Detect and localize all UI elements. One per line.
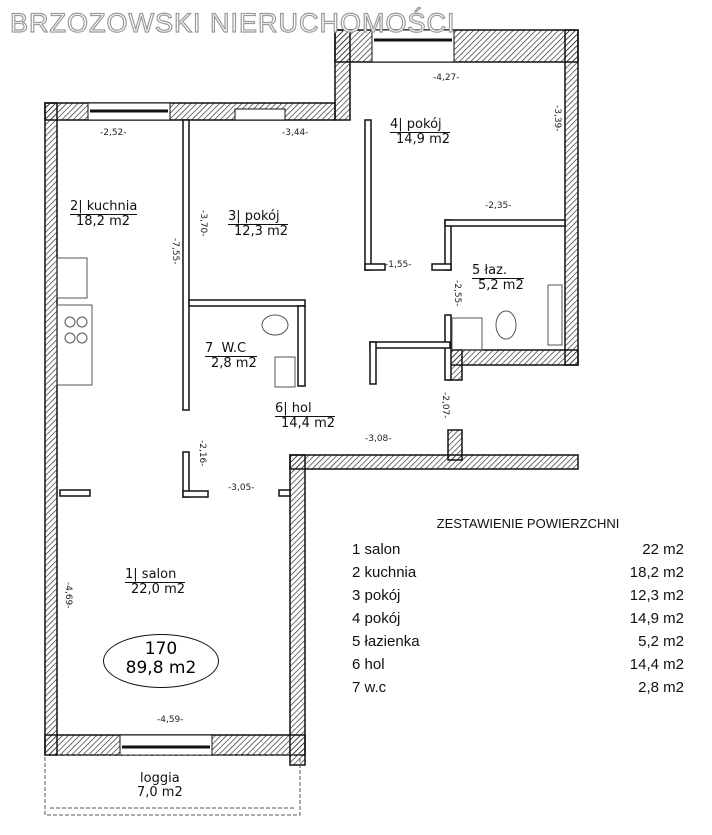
dim-label: -3,70- <box>198 210 208 237</box>
table-row: 2 kuchnia 18,2 m2 <box>352 564 684 587</box>
row-label: 4 pokój <box>352 610 401 627</box>
table-row: 6 hol 14,4 m2 <box>352 656 684 679</box>
table-row: 7 w.c 2,8 m2 <box>352 679 684 702</box>
row-value: 5,2 m2 <box>638 633 684 650</box>
row-label: 6 hol <box>352 656 385 673</box>
table-row: 5 łazienka 5,2 m2 <box>352 633 684 656</box>
row-value: 12,3 m2 <box>629 587 684 604</box>
dim-label: -2,07- <box>440 392 450 419</box>
table-row: 1 salon 22 m2 <box>352 541 684 564</box>
dim-label: -2,16- <box>197 440 207 467</box>
row-label: 1 salon <box>352 541 401 558</box>
dim-label: -3,39- <box>552 105 562 132</box>
table-row: 4 pokój 14,9 m2 <box>352 610 684 633</box>
dim-label: -2,52- <box>100 128 127 138</box>
row-value: 14,9 m2 <box>629 610 684 627</box>
dim-label: -4,27- <box>433 73 460 83</box>
dim-label: -3,08- <box>365 434 392 444</box>
area-summary-table: ZESTAWIENIE POWIERZCHNI 1 salon 22 m2 2 k… <box>352 516 684 702</box>
row-value: 2,8 m2 <box>638 679 684 696</box>
exterior-walls <box>44 29 579 766</box>
room-label-lazienka: 5 łaz.5,2 m2 <box>472 263 524 293</box>
row-value: 14,4 m2 <box>629 656 684 673</box>
dim-label: -1,55- <box>385 260 412 270</box>
row-label: 7 w.c <box>352 679 387 696</box>
loggia-outline <box>44 754 301 816</box>
dim-label: -3,05- <box>228 483 255 493</box>
dim-label: -2,35- <box>485 201 512 211</box>
row-value: 18,2 m2 <box>629 564 684 581</box>
dim-label: -4,59- <box>157 715 184 725</box>
dim-label: -4,69- <box>63 582 73 609</box>
row-label: 3 pokój <box>352 587 401 604</box>
table-row: 3 pokój 12,3 m2 <box>352 587 684 610</box>
dim-label: -2,55- <box>452 280 462 307</box>
summary-title: ZESTAWIENIE POWIERZCHNI <box>436 516 620 531</box>
row-label: 2 kuchnia <box>352 564 417 581</box>
dim-label: -7,55- <box>170 238 180 265</box>
windows <box>87 29 455 756</box>
watermark: BRZOZOWSKI NIERUCHOMOŚCI <box>9 7 456 38</box>
interior-walls <box>59 119 566 498</box>
row-label: 5 łazienka <box>352 633 420 650</box>
fixtures <box>56 257 563 388</box>
row-value: 22 m2 <box>642 541 684 558</box>
dim-label: -3,44- <box>282 128 309 138</box>
